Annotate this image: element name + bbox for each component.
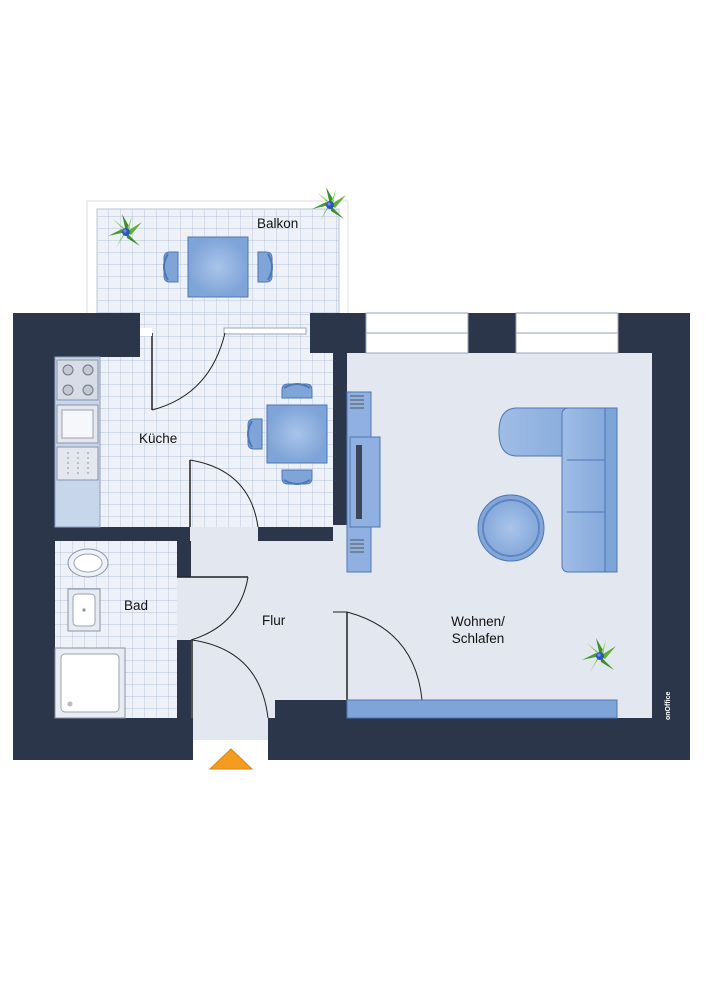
round-coffee-table <box>477 494 545 562</box>
living-room-windows <box>365 312 619 354</box>
room-label-wohnen: Wohnen/ <box>451 614 505 629</box>
room-label-bad: Bad <box>124 598 148 613</box>
entrance-floor <box>192 700 268 740</box>
svg-text:onOffice: onOffice <box>665 692 672 720</box>
radiator-bench <box>346 699 618 719</box>
corner-sofa <box>498 407 618 573</box>
company-logo: onOffice <box>665 692 672 720</box>
bathroom-door <box>177 576 249 641</box>
room-label-flur: Flur <box>262 613 286 628</box>
kitchen-counter <box>54 356 101 528</box>
balcony-door <box>140 327 307 411</box>
entrance-door <box>191 639 269 719</box>
balcony-dining-set <box>163 236 273 298</box>
entrance-arrow-icon <box>208 748 254 770</box>
tv-sideboard <box>346 391 381 573</box>
bathroom-fixtures <box>54 548 126 719</box>
kitchen-door <box>189 459 259 528</box>
room-label-balkon: Balkon <box>257 216 298 231</box>
kitchen-dining-set <box>247 383 328 485</box>
room-label-kueche: Küche <box>139 431 177 446</box>
living-room-door <box>333 611 423 701</box>
room-label-schlafen: Schlafen <box>452 631 505 646</box>
